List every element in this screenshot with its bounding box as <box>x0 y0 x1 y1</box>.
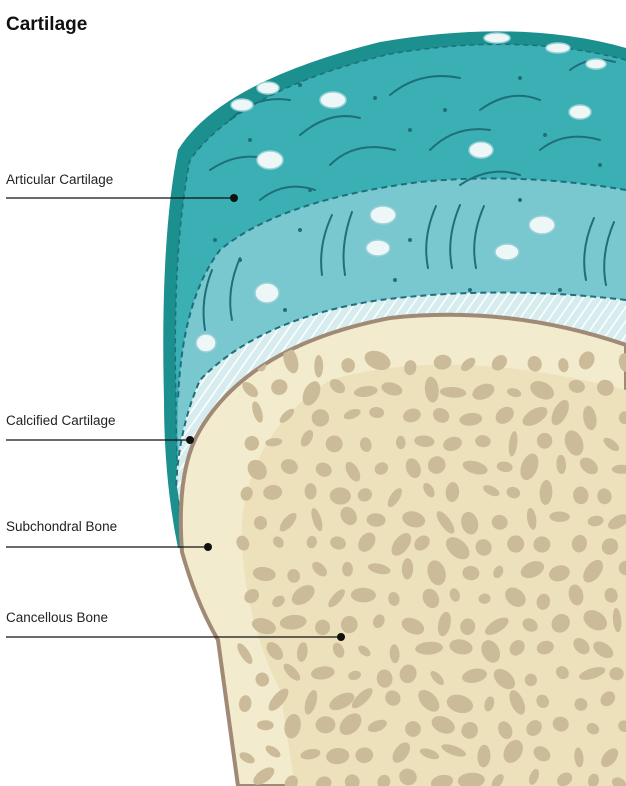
trabecula <box>314 355 323 378</box>
pointer-dot-cancellous <box>337 633 345 641</box>
pointer-dot-articular <box>230 194 238 202</box>
pointer-dot-subchondral <box>204 543 212 551</box>
pointer-dot-calcified <box>186 436 194 444</box>
